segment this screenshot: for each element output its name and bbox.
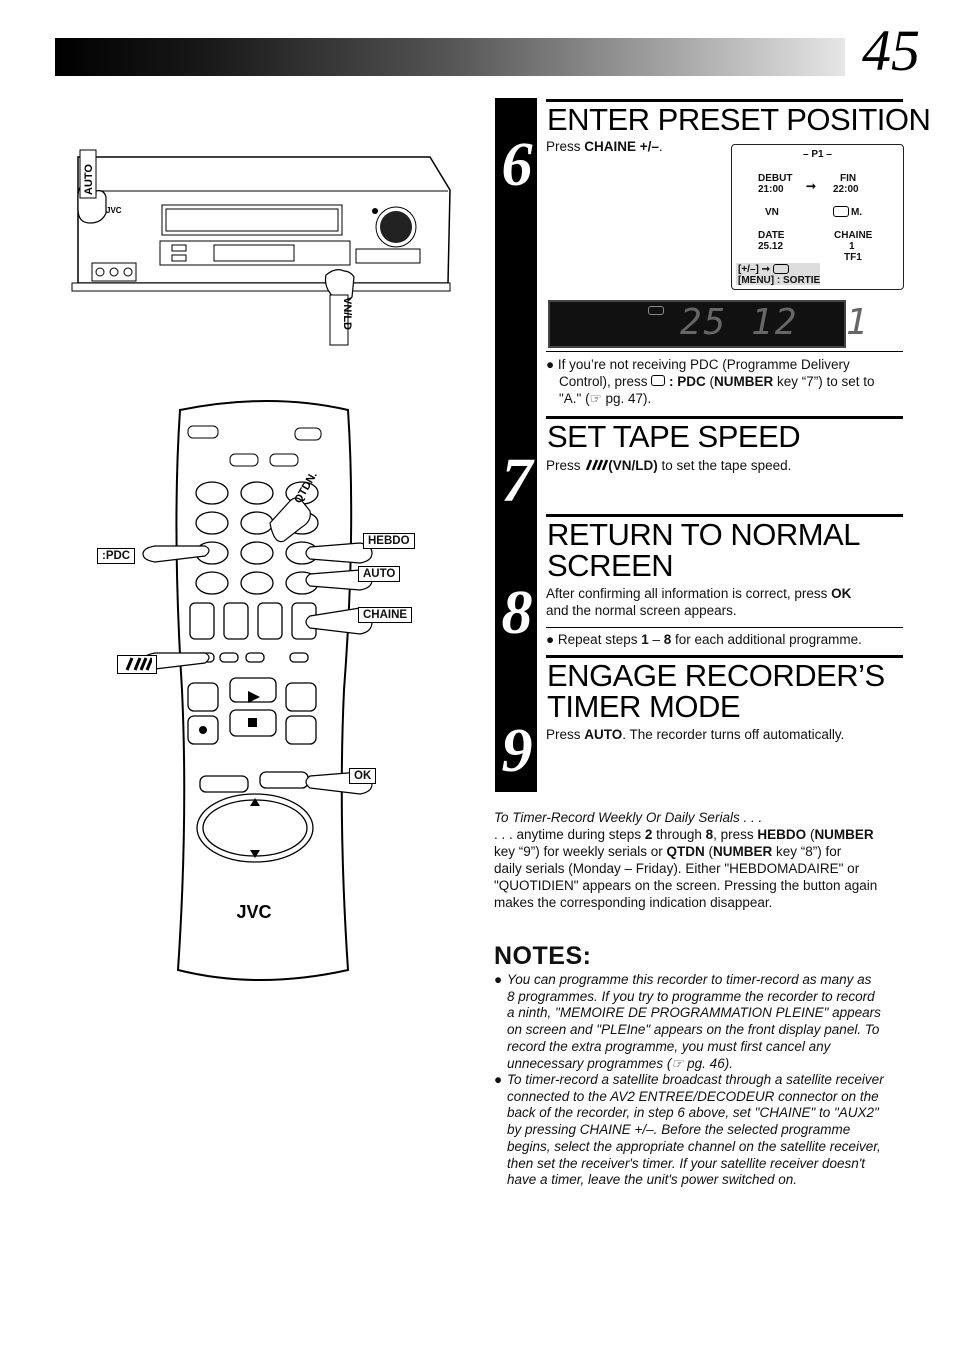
osd-title: – P1 –: [803, 149, 832, 160]
osd-fin-label: FIN: [840, 173, 857, 184]
remote-brand: JVC: [236, 902, 271, 922]
step-8-rule: [546, 514, 903, 517]
vcr-vnld-label: VN/LD: [341, 297, 353, 330]
front-panel-display: 25 12 1: [548, 300, 867, 348]
osd-chaine-label: CHAINE: [834, 230, 873, 241]
note-2: ● To timer-record a satellite broadcast …: [494, 1072, 884, 1188]
pdc-indicator-icon: [648, 306, 664, 315]
step-8-number: 8: [501, 579, 533, 647]
step-8-title-line1: RETURN TO NORMAL: [547, 517, 860, 552]
osd-vn: VN: [765, 207, 779, 218]
steps-side-bar: [495, 98, 537, 792]
step-6-text: Press CHAINE +/–.: [546, 139, 663, 154]
pdc-note: ● If you’re not receiving PDC (Programme…: [546, 357, 875, 406]
repeat-note-rule: [546, 627, 903, 628]
ok-icon: [772, 264, 789, 275]
step-9-text: Press AUTO. The recorder turns off autom…: [546, 727, 845, 742]
pdc-icon: [651, 375, 666, 386]
note-1: ● You can programme this recorder to tim…: [494, 972, 881, 1071]
remote-illustration: JVC QTDN.: [142, 400, 373, 981]
vcr-auto-label: AUTO: [83, 164, 95, 195]
step-8-text: After confirming all information is corr…: [546, 586, 852, 618]
page-number: 45: [862, 18, 920, 83]
osd-m: M.: [851, 207, 863, 218]
pdc-icon: [833, 206, 849, 217]
step-9-title-line2: TIMER MODE: [547, 689, 741, 724]
osd-debut-label: DEBUT: [758, 173, 793, 184]
osd-help-line1: [+/–] ➞: [738, 264, 789, 275]
callout-pdc: :PDC: [97, 548, 136, 564]
vcr-brand: JVC: [106, 206, 122, 215]
step-6-number: 6: [501, 131, 533, 199]
tape-speed-icon: [586, 459, 609, 471]
osd-date-value: 25.12: [758, 241, 784, 252]
osd-debut-value: 21:00: [758, 184, 784, 195]
on-screen-display: – P1 – DEBUT 21:00 ➞ FIN 22:00 VN M. DAT…: [731, 144, 904, 290]
callout-ok: OK: [349, 768, 377, 784]
step-9-title-line1: ENGAGE RECORDER’S: [547, 658, 885, 693]
osd-fin-value: 22:00: [833, 184, 859, 195]
osd-station: TF1: [844, 252, 862, 263]
vcr-illustration: JVC AUTO VN/LD: [71, 149, 451, 346]
step-6-title: ENTER PRESET POSITION: [547, 102, 931, 137]
osd-help-line2: [MENU] : SORTIE: [738, 275, 821, 286]
repeat-note: ● Repeat steps 1 – 8 for each additional…: [546, 632, 862, 647]
step-9-rule: [546, 655, 903, 658]
pdc-note-rule: [546, 351, 903, 352]
notes-title: NOTES:: [494, 942, 592, 970]
lcd-digits: 25 12 1: [680, 302, 870, 343]
step-7-text: Press (VN/LD) to set the tape speed.: [546, 458, 792, 473]
serials-heading: To Timer-Record Weekly Or Daily Serials …: [494, 810, 763, 825]
osd-arrow: ➞: [806, 179, 817, 193]
callout-chaine: CHAINE: [358, 607, 413, 623]
osd-chaine-value: 1: [849, 241, 855, 252]
callout-auto: AUTO: [358, 566, 401, 582]
step-8-title-line2: SCREEN: [547, 548, 674, 583]
step-7-number: 7: [501, 447, 533, 515]
callout-hebdo: HEBDO: [363, 533, 415, 549]
step-7-title: SET TAPE SPEED: [547, 419, 801, 454]
serials-paragraph: To Timer-Record Weekly Or Daily Serials …: [494, 809, 906, 911]
osd-date-label: DATE: [758, 230, 785, 241]
step-7-rule: [546, 416, 903, 419]
step-9-number: 9: [501, 717, 533, 785]
step-6-rule: [546, 99, 903, 102]
header-gradient-bar: [55, 38, 845, 76]
callout-tape-speed-icon: [117, 655, 157, 674]
